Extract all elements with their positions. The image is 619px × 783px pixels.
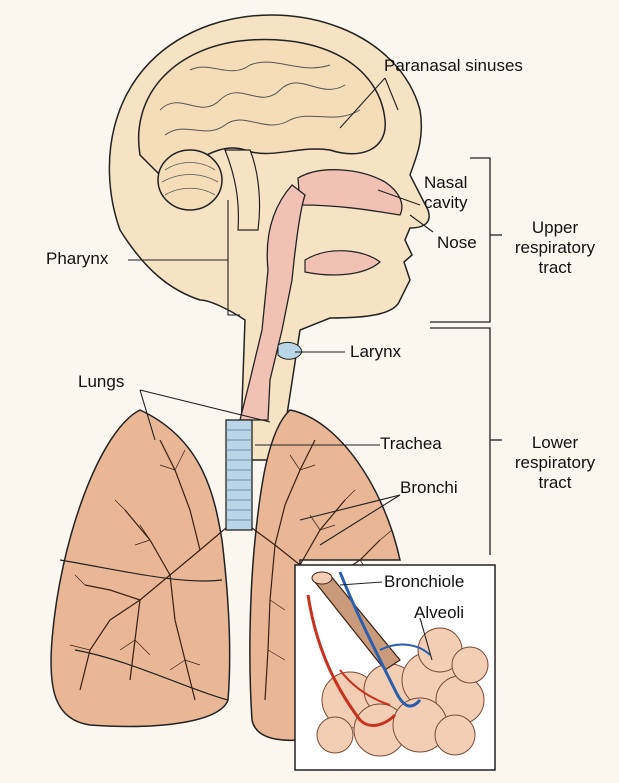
label-nasal-cavity-line1: Nasal: [424, 173, 468, 192]
right-lung: [249, 409, 401, 742]
label-upper-respiratory-tract: Upper respiratory tract: [500, 218, 610, 278]
pulmonary-artery: [306, 594, 397, 727]
label-lower-line3: tract: [538, 473, 572, 492]
lung-fissures: [59, 559, 229, 701]
brainstem: [224, 149, 261, 231]
label-bronchi: Bronchi: [400, 478, 458, 497]
brain-folds: [159, 61, 361, 136]
upper-tract-bracket: [430, 157, 491, 323]
label-upper-line1: Upper: [531, 218, 579, 237]
label-trachea: Trachea: [380, 434, 442, 453]
label-larynx: Larynx: [350, 342, 402, 361]
label-lungs: Lungs: [78, 372, 125, 391]
brain: [137, 38, 386, 176]
label-lower-line1: Lower: [531, 433, 579, 452]
cerebellum-folds: [161, 162, 219, 196]
bronchial-twigs: [69, 449, 393, 671]
cerebellum: [157, 149, 223, 211]
label-pharynx: Pharynx: [46, 249, 109, 268]
label-lower-line2: respiratory: [514, 453, 596, 472]
label-alveoli: Alveoli: [414, 603, 465, 622]
artery-branch: [339, 669, 391, 706]
tongue: [304, 250, 381, 276]
pharynx-airway: [239, 184, 306, 421]
label-bronchiole: Bronchiole: [384, 572, 465, 591]
left-lung: [50, 409, 231, 728]
label-nose: Nose: [437, 233, 477, 252]
vein-branch: [379, 643, 431, 656]
label-nasal-cavity: Nasal cavity: [424, 173, 467, 213]
lower-tract-bracket: [430, 327, 491, 555]
trachea: [225, 419, 253, 531]
label-upper-line2: respiratory: [514, 238, 596, 257]
label-upper-line3: tract: [538, 258, 572, 277]
bronchiole-opening: [311, 571, 333, 585]
trachea-rings: [226, 429, 252, 521]
label-lower-respiratory-tract: Lower respiratory tract: [500, 433, 610, 493]
pulmonary-vein: [338, 571, 422, 708]
leader-lines: [128, 77, 434, 661]
nasal-cavity: [297, 169, 403, 216]
label-nasal-cavity-line2: cavity: [424, 193, 468, 212]
label-paranasal-sinuses: Paranasal sinuses: [384, 56, 523, 75]
alveoli-cluster: [316, 627, 489, 757]
